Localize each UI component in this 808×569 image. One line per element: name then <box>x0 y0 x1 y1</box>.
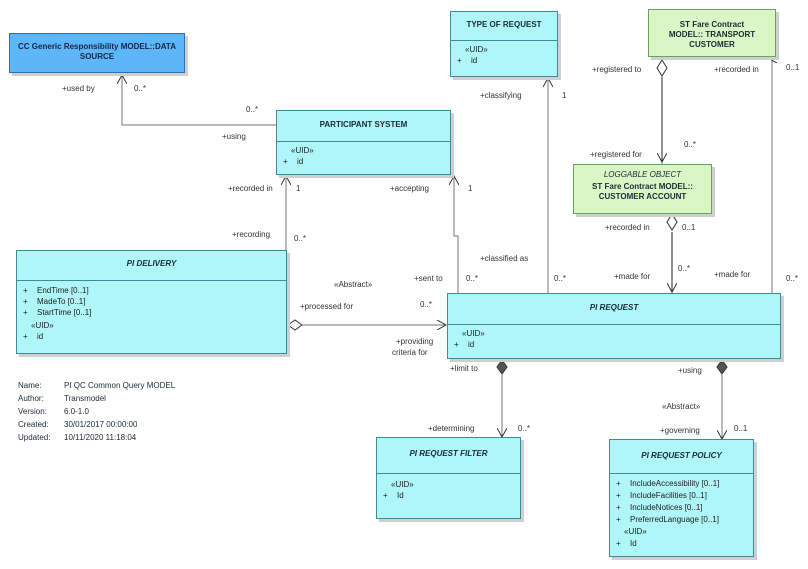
aggregation-diamond-delivery <box>287 319 303 331</box>
role-label: +processed for <box>300 302 354 311</box>
multiplicity-label: 0..* <box>420 300 433 309</box>
composition-diamond-policy <box>716 359 728 375</box>
role-label: criteria for <box>392 348 428 357</box>
role-label: +registered for <box>590 150 642 159</box>
role-label: +used by <box>62 84 95 93</box>
class-title: PI DELIVERY <box>17 251 286 281</box>
multiplicity-label: 1 <box>296 184 301 193</box>
class-title: PARTICIPANT SYSTEM <box>277 111 450 142</box>
multiplicity-label: 0..* <box>554 274 567 283</box>
role-label: +using <box>222 132 246 141</box>
meta-row: Name:PI QC Common Query MODEL <box>18 381 176 390</box>
multiplicity-label: 0..* <box>466 274 479 283</box>
class-participant-system[interactable]: PARTICIPANT SYSTEM «UID» +id <box>276 110 451 175</box>
multiplicity-label: 0..* <box>134 84 147 93</box>
meta-row: Created:30/01/2017 00:00:00 <box>18 420 138 429</box>
meta-row: Author:Transmodel <box>18 394 106 403</box>
stereotype: «UID» <box>462 329 485 338</box>
class-pi-delivery[interactable]: PI DELIVERY +EndTime [0..1] +MadeTo [0..… <box>16 250 287 354</box>
composition-diamond-filter <box>496 359 508 375</box>
multiplicity-label: 0..1 <box>682 223 696 232</box>
role-label: +classified as <box>480 254 529 263</box>
attribute-row: +EndTime [0..1] <box>23 286 89 295</box>
multiplicity-label: 0..* <box>786 274 799 283</box>
attribute-row: +PreferredLanguage [0..1] <box>616 515 719 524</box>
role-label: +providing <box>396 337 434 346</box>
multiplicity-label: 0..* <box>246 105 259 114</box>
role-label: +governing <box>660 426 700 435</box>
stereotype: LOGGABLE OBJECT <box>603 170 682 179</box>
class-title: PI REQUEST POLICY <box>610 440 753 474</box>
stereotype: «UID» <box>291 146 314 155</box>
class-customer-account[interactable]: LOGGABLE OBJECT ST Fare Contract MODEL::… <box>573 164 712 214</box>
role-label: +registered to <box>592 65 642 74</box>
role-label: +using <box>678 366 702 375</box>
aggregation-diamond-account <box>666 213 678 231</box>
attribute-row: +id <box>283 157 304 166</box>
role-label: +sent to <box>414 274 443 283</box>
class-type-of-request[interactable]: TYPE OF REQUEST «UID» +id <box>450 11 558 77</box>
role-label: +limit to <box>450 364 478 373</box>
aggregation-diamond-customer <box>656 59 668 77</box>
multiplicity-label: 0..* <box>518 424 531 433</box>
role-label: +accepting <box>390 184 429 193</box>
role-label: +recorded in <box>605 223 650 232</box>
class-title: TYPE OF REQUEST <box>451 12 557 41</box>
role-label: +made for <box>614 272 651 281</box>
meta-row: Version:6.0-1.0 <box>18 407 89 416</box>
multiplicity-label: 0..1 <box>734 424 748 433</box>
attribute-row: +IncludeNotices [0..1] <box>616 503 703 512</box>
attribute-row: +Id <box>616 539 637 548</box>
stereotype: «UID» <box>391 480 414 489</box>
class-title: PI REQUEST FILTER <box>377 438 520 474</box>
multiplicity-label: 0..* <box>294 234 307 243</box>
class-title: PI REQUEST <box>448 294 780 325</box>
attribute-row: +id <box>454 340 475 349</box>
multiplicity-label: 1 <box>468 184 473 193</box>
stereotype: «UID» <box>624 527 647 536</box>
attribute-row: +MadeTo [0..1] <box>23 297 86 306</box>
attribute-row: +StartTime [0..1] <box>23 308 92 317</box>
attribute-row: +IncludeFacilities [0..1] <box>616 491 707 500</box>
role-label: +recorded in <box>228 184 273 193</box>
meta-row: Updated:10/11/2020 11:18:04 <box>18 433 137 442</box>
attribute-row: +Id <box>383 491 404 500</box>
diagram-metadata: Name:PI QC Common Query MODEL Author:Tra… <box>18 379 175 444</box>
attribute-row: +IncludeAccessibility [0..1] <box>616 479 720 488</box>
class-title: CC Generic Responsibility MODEL::DATA SO… <box>18 42 176 61</box>
stereotype-label: «Abstract» <box>334 280 373 289</box>
attribute-row: +id <box>23 332 44 341</box>
stereotype: «UID» <box>465 45 488 54</box>
role-label: +determining <box>428 424 475 433</box>
multiplicity-label: 1 <box>562 91 567 100</box>
stereotype: «UID» <box>31 321 54 330</box>
link-made-for-customer <box>768 58 772 293</box>
link-using <box>122 75 276 126</box>
stereotype-label: «Abstract» <box>662 402 701 411</box>
class-data-source[interactable]: CC Generic Responsibility MODEL::DATA SO… <box>9 33 185 73</box>
multiplicity-label: 0..* <box>684 140 697 149</box>
class-title: ST Fare Contract MODEL:: TRANSPORT CUSTO… <box>668 20 756 49</box>
class-title: LOGGABLE OBJECT ST Fare Contract MODEL::… <box>574 165 711 206</box>
multiplicity-label: 0..1 <box>786 63 800 72</box>
attribute-row: +id <box>457 56 478 65</box>
role-label: +recording <box>232 230 271 239</box>
role-label: +recorded in <box>714 65 759 74</box>
class-pi-request-policy[interactable]: PI REQUEST POLICY +IncludeAccessibility … <box>609 439 754 557</box>
class-transport-customer[interactable]: ST Fare Contract MODEL:: TRANSPORT CUSTO… <box>648 9 776 57</box>
role-label: +made for <box>714 270 751 279</box>
class-pi-request[interactable]: PI REQUEST «UID» +id <box>447 293 781 359</box>
class-pi-request-filter[interactable]: PI REQUEST FILTER «UID» +Id <box>376 437 521 519</box>
role-label: +classifying <box>480 91 522 100</box>
multiplicity-label: 0..* <box>678 264 691 273</box>
link-accepting <box>454 176 458 293</box>
